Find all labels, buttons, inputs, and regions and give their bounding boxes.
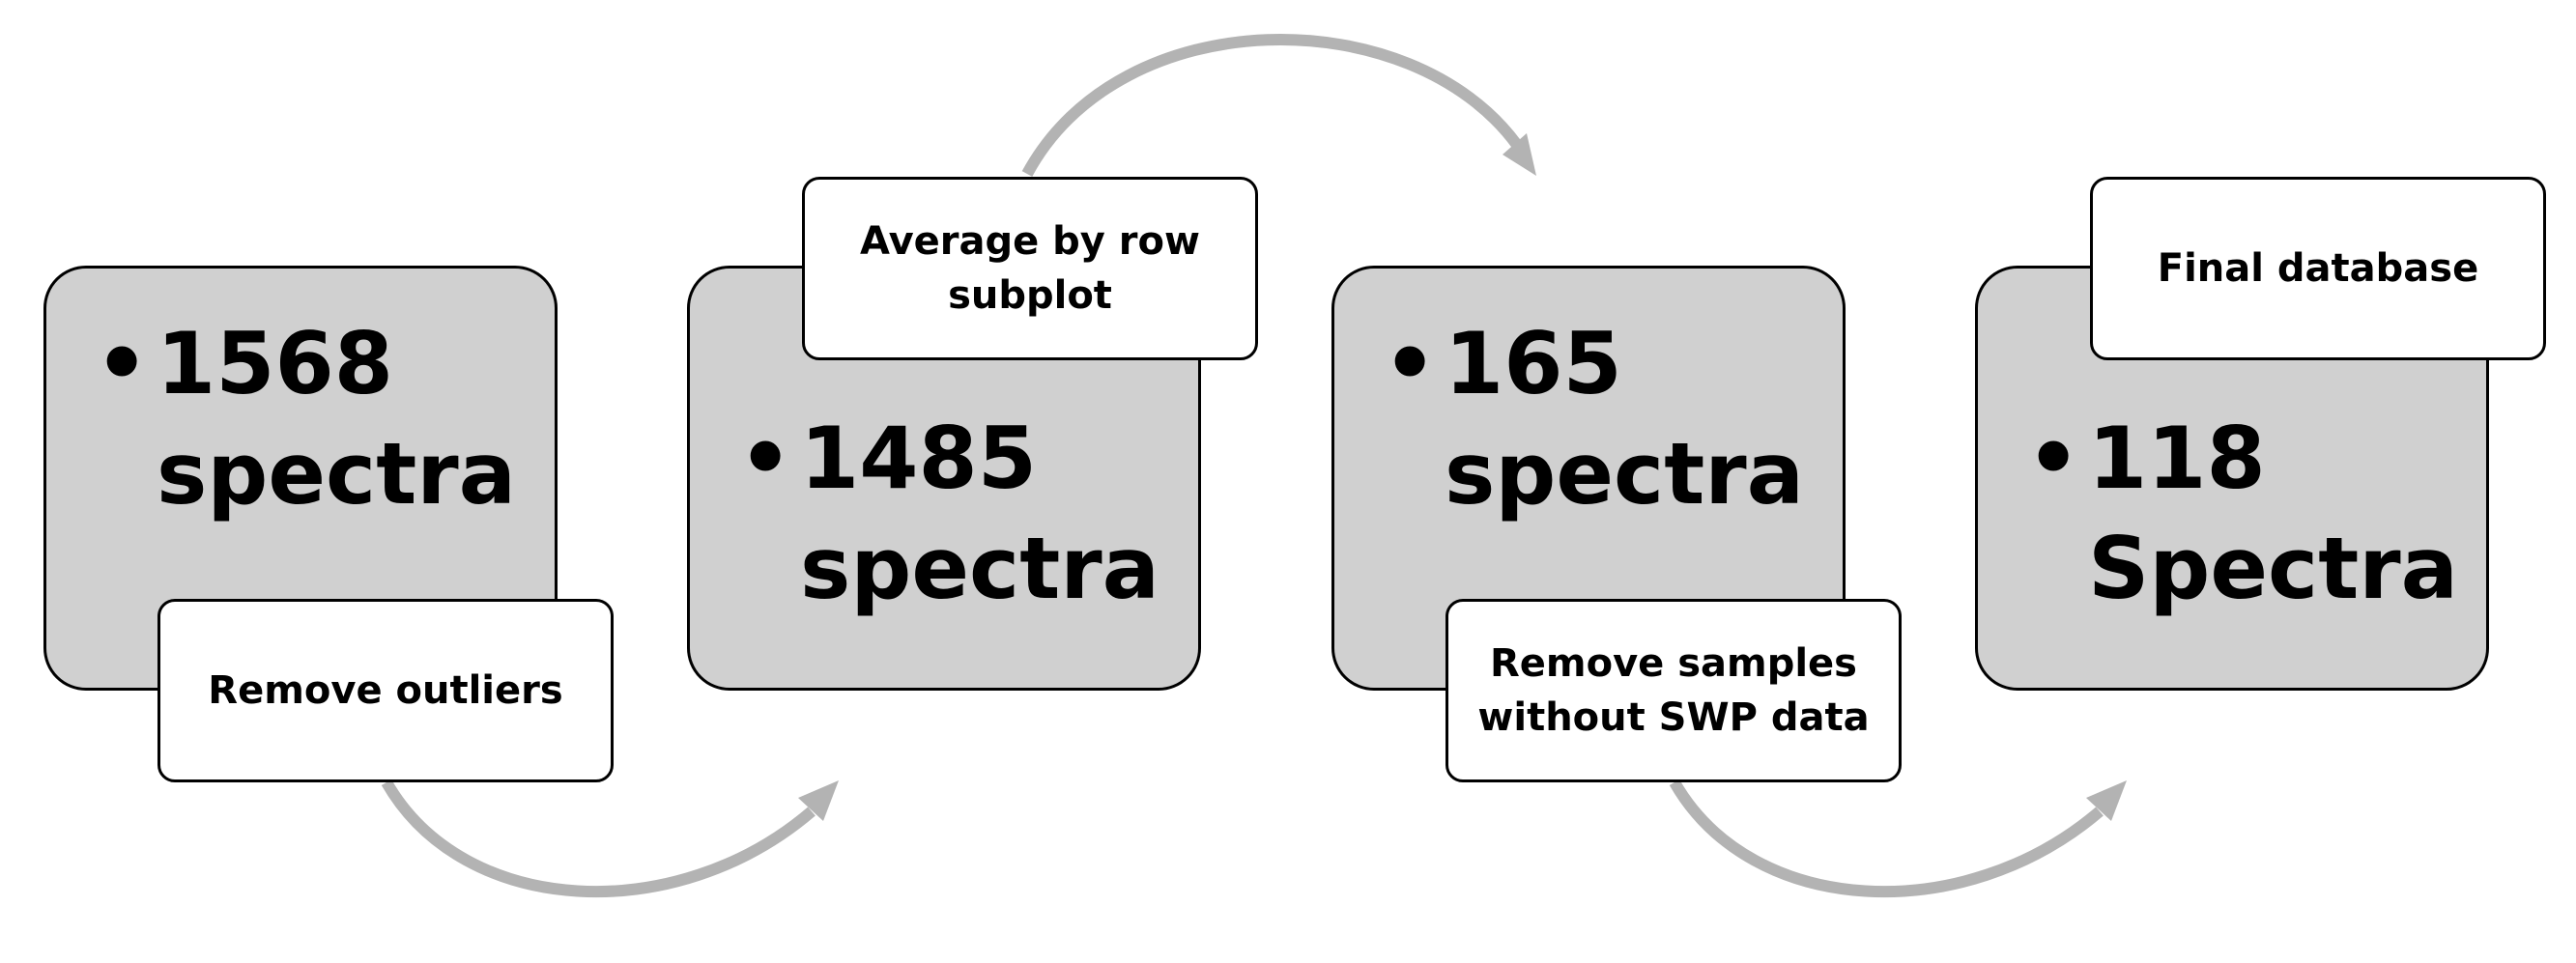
arrowhead-3 xyxy=(2086,780,2127,821)
stage-box-1: • 1568 spectra xyxy=(43,266,558,691)
bullet-4: • xyxy=(2026,409,2081,508)
curved-arrow-3 xyxy=(1669,779,2104,898)
stage-unit-3: spectra xyxy=(1445,424,1805,524)
step-label-3: Remove samples without SWP data xyxy=(1445,599,1902,782)
step-label-2-line-2: subplot xyxy=(948,273,1112,318)
stage-unit-2: spectra xyxy=(800,519,1160,618)
curved-arrow-1 xyxy=(381,779,816,898)
step-label-1-line-1: Remove outliers xyxy=(208,668,563,713)
curved-arrow-2 xyxy=(1021,34,1522,177)
step-label-2-line-1: Average by row xyxy=(860,219,1200,264)
stage-content-1: • 1568 spectra xyxy=(95,309,549,529)
stage-count-3: 165 xyxy=(1445,314,1622,413)
step-label-3-line-1: Remove samples xyxy=(1490,641,1857,686)
stage-box-2: • 1485 spectra xyxy=(687,266,1201,691)
step-label-3-line-2: without SWP data xyxy=(1477,695,1870,740)
step-label-4-line-1: Final database xyxy=(2157,246,2479,291)
step-label-4: Final database xyxy=(2090,177,2546,360)
stage-count-1: 1568 xyxy=(157,314,393,413)
stage-count-2: 1485 xyxy=(800,409,1037,508)
stage-unit-1: spectra xyxy=(157,424,517,524)
bullet-1: • xyxy=(95,314,150,413)
stage-unit-4: Spectra xyxy=(2088,519,2459,618)
step-label-2: Average by row subplot xyxy=(802,177,1258,360)
stage-content-3: • 165 spectra xyxy=(1383,309,1837,529)
bullet-2: • xyxy=(738,409,793,508)
bullet-3: • xyxy=(1383,314,1438,413)
stage-count-4: 118 xyxy=(2088,409,2266,508)
stage-content-4: • 118 Spectra xyxy=(2026,404,2480,624)
step-label-1: Remove outliers xyxy=(157,599,614,782)
stage-content-2: • 1485 spectra xyxy=(738,404,1192,624)
arrowhead-2 xyxy=(1503,133,1536,176)
arrowhead-1 xyxy=(798,780,839,821)
